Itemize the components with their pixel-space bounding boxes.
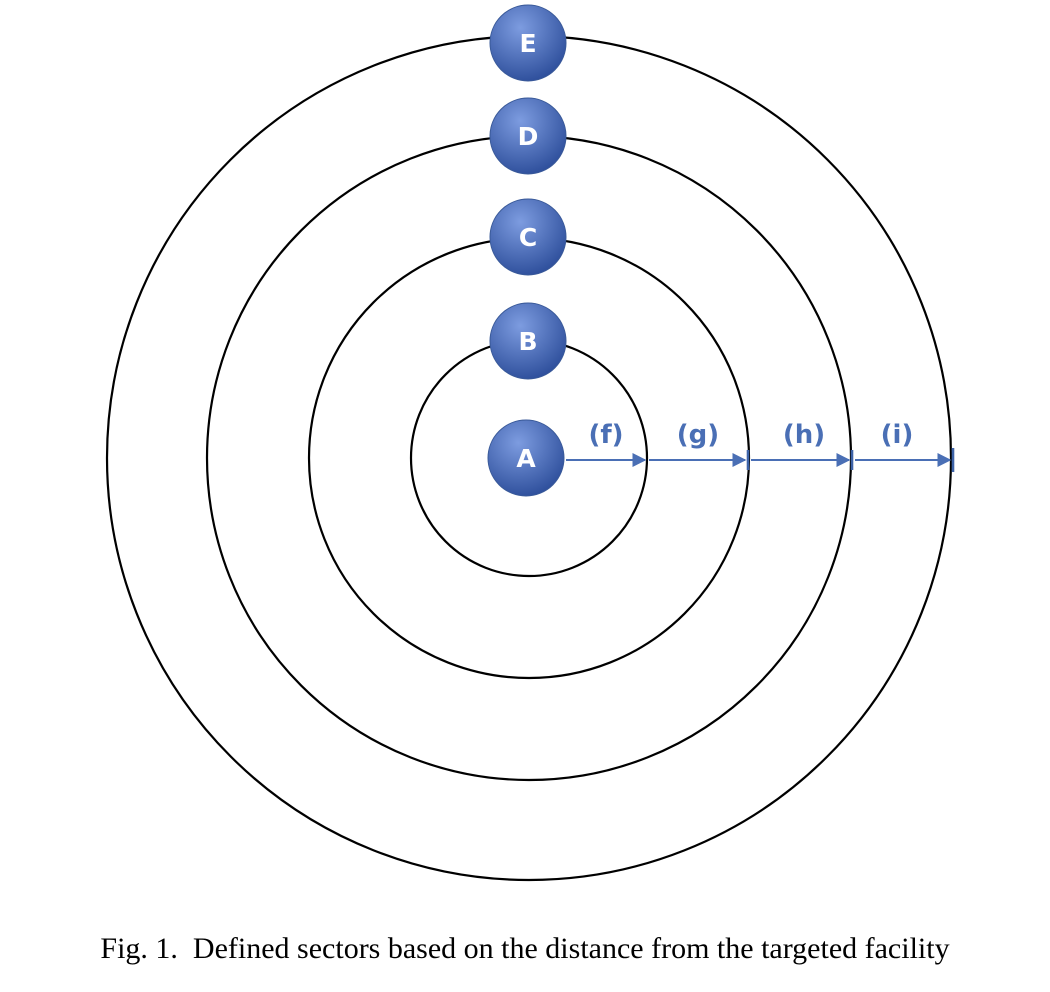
sector-node-a: A (487, 419, 565, 497)
sector-node-d: D (489, 97, 567, 175)
distance-label-i: (i) (881, 420, 914, 450)
sector-node-c-circle (489, 198, 567, 276)
sector-label-c: C (519, 223, 537, 252)
sector-label-e: E (519, 29, 536, 58)
sector-label-b: B (518, 327, 537, 356)
sector-node-e: E (489, 4, 567, 82)
distance-arrows: (f) (g) (h) (i) (566, 420, 955, 472)
sector-node-a-circle (487, 419, 565, 497)
sector-label-a: A (516, 444, 536, 473)
distance-label-h: (h) (783, 420, 825, 450)
sector-label-d: D (518, 122, 539, 151)
sector-node-c: C (489, 198, 567, 276)
distance-label-f: (f) (588, 420, 623, 450)
sector-node-b: B (489, 302, 567, 380)
distance-label-g: (g) (677, 420, 719, 450)
figure-caption: Fig. 1. Defined sectors based on the dis… (100, 932, 950, 965)
sector-node-d-circle (489, 97, 567, 175)
concentric-sectors-diagram: (f) (g) (h) (i) A B C D E (105, 4, 955, 882)
sector-node-b-circle (489, 302, 567, 380)
sector-node-e-circle (489, 4, 567, 82)
